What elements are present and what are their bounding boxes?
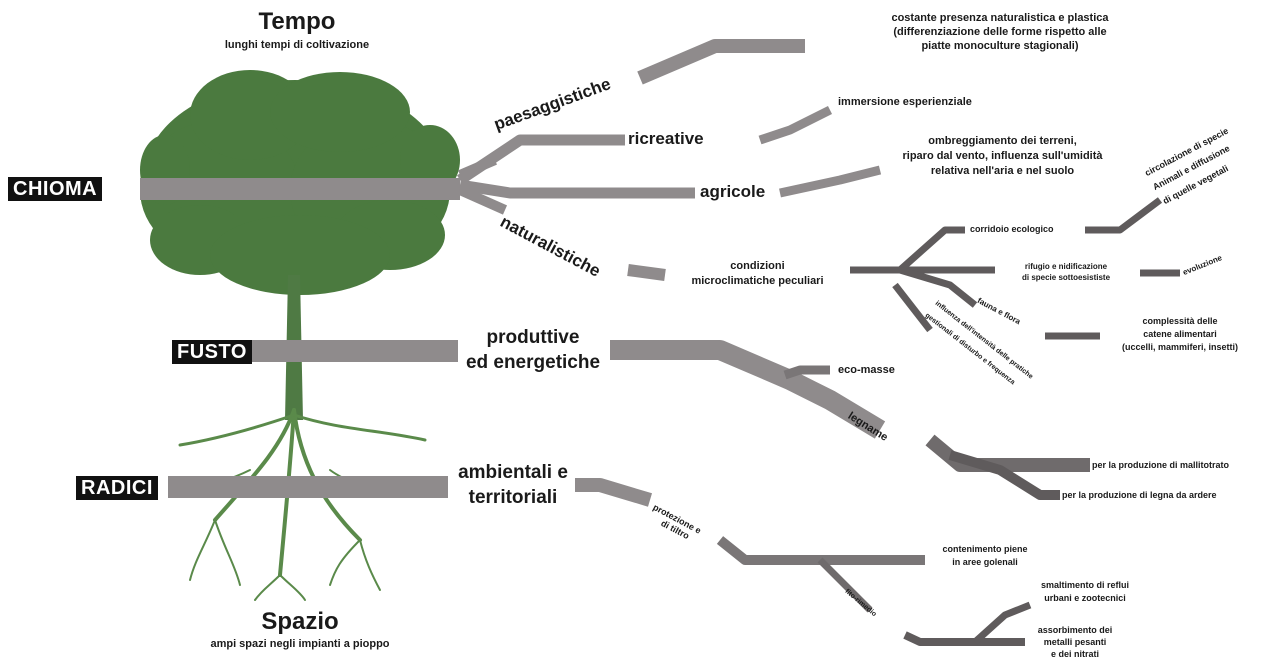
label-fusto: FUSTO — [172, 340, 252, 364]
label-radici: RADICI — [76, 476, 158, 500]
leaf-paesaggistiche-2: (differenziazione delle forme rispetto a… — [840, 26, 1160, 39]
leaf-agricole-1: ombreggiamento dei terreni, — [880, 135, 1125, 148]
subtitle-spazio: ampi spazi negli impianti a pioppo — [180, 638, 420, 651]
leaf-complessita-2: catene alimentari — [1100, 329, 1260, 339]
branch-produttive-2: ed energetiche — [458, 352, 608, 374]
leaf-assorbimento-3: e dei nitrati — [1020, 649, 1130, 659]
leaf-smaltimento-2: urbani e zootecnici — [1025, 593, 1145, 603]
leaf-smaltimento-1: smaltimento di reflui — [1025, 580, 1145, 590]
leaf-ricreative: immersione esperienziale — [838, 96, 972, 109]
leaf-paesaggistiche-3: piatte monoculture stagionali) — [840, 40, 1160, 53]
label-chioma: CHIOMA — [8, 177, 102, 201]
leaf-rifugio-2: di specie sottoesististe — [996, 273, 1136, 282]
branch-ambientali-2: territoriali — [448, 487, 578, 509]
title-spazio: Spazio — [235, 608, 365, 636]
leaf-paesaggistiche-1: costante presenza naturalistica e plasti… — [840, 12, 1160, 25]
leaf-complessita-3: (uccelli, mammiferi, insetti) — [1100, 342, 1260, 352]
leaf-rifugio-1: rifugio e nidificazione — [996, 262, 1136, 271]
tree-roots — [180, 410, 425, 600]
branch-ambientali-1: ambientali e — [448, 462, 578, 484]
title-tempo: Tempo — [222, 8, 372, 36]
leaf-assorbimento-2: metalli pesanti — [1020, 637, 1130, 647]
branch-agricole: agricole — [700, 182, 765, 202]
leaf-condizioni-1: condizioni — [670, 260, 845, 273]
leaf-mallitotrato: per la produzione di mallitotrato — [1092, 460, 1229, 470]
leaf-corridoio: corridoio ecologico — [970, 224, 1054, 234]
leaf-contenimento-1: contenimento piene — [925, 544, 1045, 554]
leaf-assorbimento-1: assorbimento dei — [1020, 625, 1130, 635]
leaf-legna-ardere: per la produzione di legna da ardere — [1062, 490, 1217, 500]
leaf-complessita-1: complessità delle — [1100, 316, 1260, 326]
subtitle-tempo: lunghi tempi di coltivazione — [192, 39, 402, 52]
leaf-condizioni-2: microclimatiche peculiari — [670, 275, 845, 288]
leaf-agricole-3: relativa nell'aria e nel suolo — [880, 165, 1125, 178]
branch-produttive-1: produttive — [458, 327, 608, 349]
leaf-eco-masse: eco-masse — [838, 364, 895, 377]
branch-ricreative: ricreative — [628, 129, 704, 149]
leaf-agricole-2: riparo dal vento, influenza sull'umidità — [880, 150, 1125, 163]
leaf-contenimento-2: in aree golenali — [925, 557, 1045, 567]
